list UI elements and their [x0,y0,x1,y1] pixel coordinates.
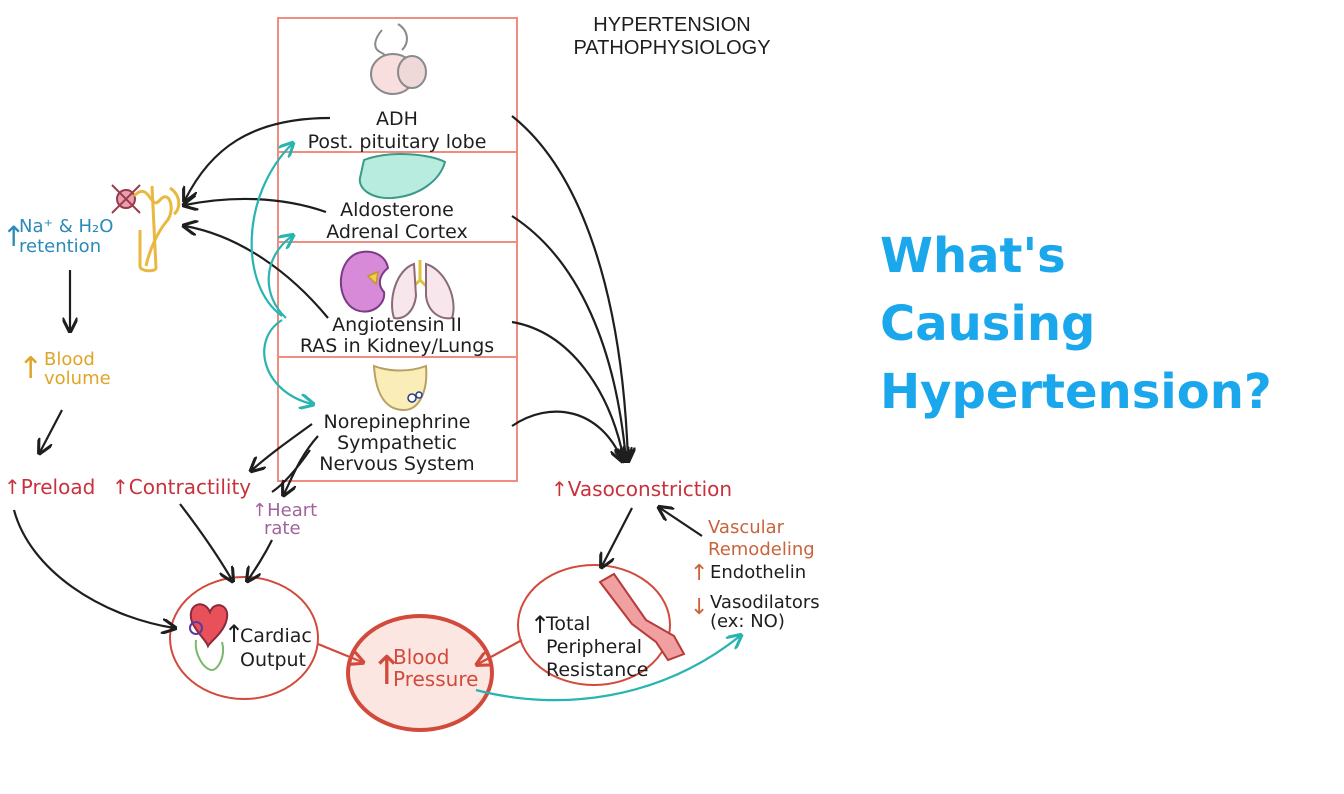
endothelin-up-arrow: ↑ [690,561,708,586]
blood-pressure-line2: Pressure [393,667,478,691]
blood-volume-up-arrow: ↑ [18,351,43,386]
arrow-heart-rate-to-cardiac-output [248,540,272,580]
nervous-system-label: Nervous System [319,453,474,475]
norepinephrine-label: Norepinephrine [324,411,471,433]
nephron-illustration [112,185,179,271]
sympathetic-label: Sympathetic [337,432,457,454]
vasodilators-label: Vasodilators [710,592,820,613]
vasodilators-example: (ex: NO) [710,611,785,632]
arrow-vasoconstriction-to-tpr [602,508,632,566]
angiotensin-label: Angiotensin II [332,314,462,336]
arrow-norepi-to-contractility [252,424,312,470]
arrow-norepi-to-vasoconstriction [512,412,622,460]
blood-volume-line2: volume [44,368,111,389]
adrenal-medulla-illustration [374,366,426,410]
kidney-lungs-illustration [341,252,454,319]
contractility-label: ↑Contractility [112,475,251,499]
arrow-adh-to-vasoconstriction [512,116,628,460]
arrow-angiotensin-to-adh [252,144,292,316]
pituitary-gland-illustration [371,24,426,94]
headline-line1: What's [880,222,1330,290]
endothelin-label: Endothelin [710,562,806,583]
heart-rate-line2: rate [264,518,301,539]
cardiac-output-line2: Output [240,649,306,671]
adrenal-gland-illustration [360,154,445,198]
arrow-remodeling-to-vasoconstriction [660,508,702,536]
angiotensin-source-label: RAS in Kidney/Lungs [300,335,494,357]
diagram-title-line1: HYPERTENSION [593,14,750,36]
tpr-line2: Peripheral [546,636,642,658]
black-arrows [14,116,702,628]
arrow-contractility-to-cardiac-output [180,504,232,580]
aldosterone-label: Aldosterone [340,199,454,221]
arrow-angiotensin-to-norepinephrine [264,320,312,404]
vasoconstriction-label: ↑Vasoconstriction [551,477,732,501]
vascular-remodeling-line1: Vascular [708,517,785,538]
vasodilators-down-arrow: ↓ [690,595,708,620]
tpr-line1: Total [545,613,590,635]
blood-volume-line1: Blood [44,349,95,370]
diagram-title-line2: PATHOPHYSIOLOGY [573,37,770,59]
arrow-preload-to-cardiac-output [14,510,174,628]
preload-label: ↑Preload [4,475,95,499]
arrow-aldosterone-to-vasoconstriction [512,216,626,460]
arrow-norepi-to-heart-rate [284,436,318,494]
arrow-volume-to-preload [40,410,62,452]
tpr-line3: Resistance [546,659,648,681]
vascular-remodeling-line2: Remodeling [708,539,815,560]
aldosterone-source-label: Adrenal Cortex [326,221,468,243]
retention-label-line1: Na⁺ & H₂O [19,216,113,237]
retention-label-line2: retention [19,236,101,257]
arrow-angiotensin-to-kidney [185,226,328,318]
headline-question: What's Causing Hypertension? [880,222,1330,426]
cardiac-output-line1: Cardiac [240,625,312,647]
adh-label: ADH [376,108,418,130]
arrow-angiotensin-to-vasoconstriction [512,322,624,460]
adh-source-label: Post. pituitary lobe [308,131,487,153]
blood-pressure-line1: Blood [393,645,449,669]
headline-line2: Causing [880,290,1330,358]
headline-line3: Hypertension? [880,358,1330,426]
